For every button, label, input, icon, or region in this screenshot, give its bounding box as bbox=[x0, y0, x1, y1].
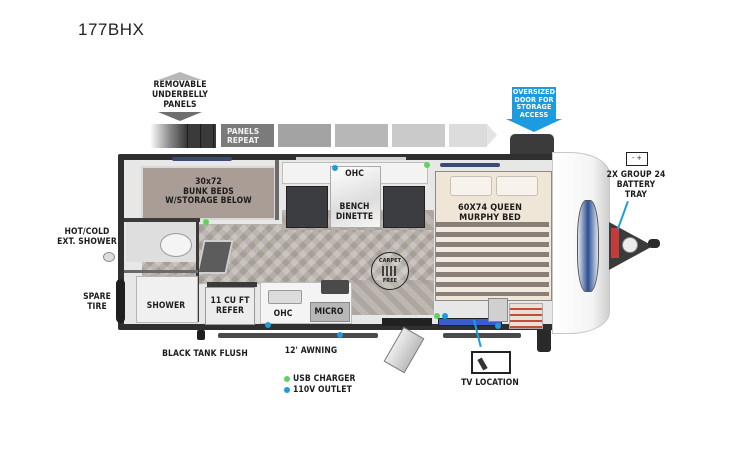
storage-door bbox=[510, 134, 554, 156]
bunk-beds bbox=[141, 166, 276, 220]
dinette-seat-right bbox=[383, 186, 425, 228]
outlet-dot-icon bbox=[284, 387, 290, 393]
panel-segment bbox=[278, 124, 331, 147]
tv-icon bbox=[471, 351, 511, 374]
stove bbox=[321, 280, 349, 294]
panel-segment bbox=[335, 124, 388, 147]
usb-marker bbox=[434, 313, 440, 319]
shower-label: SHOWER bbox=[146, 301, 186, 311]
down-arrow-icon bbox=[158, 112, 202, 121]
micro-label: MICRO bbox=[314, 307, 344, 317]
spare-tire-icon bbox=[116, 279, 125, 323]
carpet-icon bbox=[382, 266, 398, 276]
down-arrow-icon bbox=[506, 119, 562, 132]
storage-bins bbox=[509, 303, 543, 329]
toilet-icon bbox=[160, 233, 192, 257]
legend: USB CHARGER 110V OUTLET bbox=[284, 374, 364, 400]
coupler bbox=[648, 239, 660, 248]
panel-segment-arrow bbox=[449, 124, 487, 147]
battery-tray bbox=[611, 228, 619, 258]
underbelly-label: REMOVABLE UNDERBELLY PANELS bbox=[151, 80, 209, 110]
black-tank-flush-icon bbox=[197, 330, 205, 340]
hatch bbox=[488, 298, 508, 322]
black-tank-label: BLACK TANK FLUSH bbox=[162, 349, 248, 359]
outlet-marker bbox=[337, 332, 343, 338]
stabilizer bbox=[537, 330, 551, 352]
outlet-marker bbox=[495, 323, 501, 329]
carpet-free-badge: CARPET FREE bbox=[371, 252, 409, 290]
pillow bbox=[496, 176, 538, 196]
storage-door-callout: OVERSIZED DOOR FOR STORAGE ACCESS bbox=[506, 87, 562, 133]
outlet-marker bbox=[442, 313, 448, 319]
ohc-bottom-label: OHC bbox=[273, 309, 293, 319]
up-arrow-icon bbox=[158, 72, 202, 80]
usb-marker bbox=[424, 162, 430, 168]
outlet-marker bbox=[332, 165, 338, 171]
battery-label: 2X GROUP 24 BATTERY TRAY bbox=[606, 170, 666, 200]
underbelly-callout: REMOVABLE UNDERBELLY PANELS bbox=[150, 72, 210, 124]
microwave bbox=[310, 302, 350, 322]
outlet-marker bbox=[265, 322, 271, 328]
usb-dot-icon bbox=[284, 376, 290, 382]
bed-blanket bbox=[436, 222, 549, 296]
pillow bbox=[450, 176, 492, 196]
panel-arrow-tip bbox=[487, 124, 497, 146]
usb-marker bbox=[203, 219, 209, 225]
wall bbox=[124, 218, 200, 222]
queen-bed-label: 60X74 QUEEN MURPHY BED bbox=[458, 203, 522, 223]
battery-icon: - + bbox=[626, 152, 648, 166]
ext-shower-icon bbox=[103, 252, 115, 262]
tv-location-label: TV LOCATION bbox=[461, 378, 519, 388]
awning bbox=[218, 333, 378, 338]
dinette-table bbox=[330, 166, 381, 228]
awning-2 bbox=[443, 333, 521, 338]
entry-steps bbox=[383, 326, 425, 374]
panel-segment bbox=[392, 124, 445, 147]
dinette-seat-left bbox=[286, 186, 328, 228]
dinette-label: BENCH DINETTE bbox=[335, 202, 374, 222]
sink bbox=[268, 290, 302, 304]
front-badge bbox=[577, 200, 599, 292]
window bbox=[172, 157, 232, 161]
floor bbox=[345, 280, 434, 315]
model-title: 177BHX bbox=[78, 20, 145, 39]
refer-label: 11 CU FT REFER bbox=[210, 296, 250, 316]
underbelly-panel-seams bbox=[175, 124, 216, 148]
window bbox=[440, 163, 500, 167]
ext-shower-label: HOT/COLD EXT. SHOWER bbox=[57, 227, 117, 247]
window bbox=[296, 157, 406, 160]
remote-icon bbox=[477, 357, 488, 371]
tv-cabinet bbox=[438, 318, 502, 326]
shower bbox=[136, 276, 198, 323]
wall bbox=[124, 270, 198, 273]
panels-repeat: PANELS REPEAT bbox=[221, 124, 274, 147]
wall bbox=[275, 160, 279, 220]
bunk-label: 30x72 BUNK BEDS W/STORAGE BELOW bbox=[165, 177, 252, 206]
jack bbox=[622, 237, 638, 253]
refrigerator bbox=[205, 287, 255, 325]
storage-door-label: OVERSIZED DOOR FOR STORAGE ACCESS bbox=[512, 87, 556, 120]
spare-tire-label: SPARE TIRE bbox=[83, 292, 111, 312]
ohc-top-label: OHC bbox=[345, 169, 364, 179]
entry-door bbox=[382, 318, 432, 326]
awning-label: 12' AWNING bbox=[284, 346, 338, 356]
